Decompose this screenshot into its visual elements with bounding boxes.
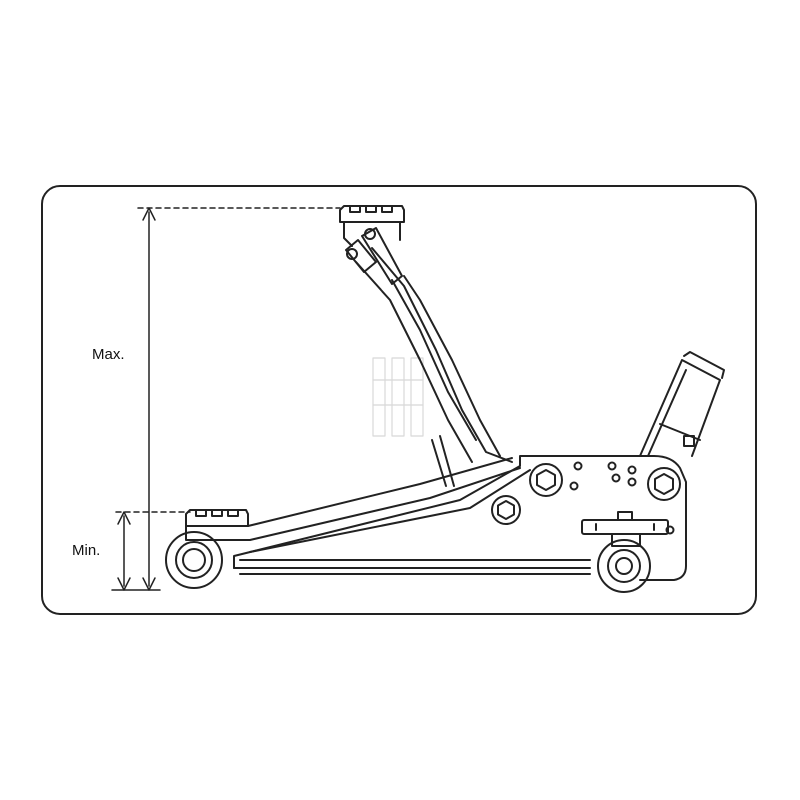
lower-pivot-bolt xyxy=(491,495,521,525)
front-wheel xyxy=(165,531,223,589)
chassis xyxy=(165,455,687,589)
pump-pivot-bolt xyxy=(647,467,681,501)
rear-caster xyxy=(581,511,669,593)
max-height-label: Max. xyxy=(92,346,125,363)
diagram-frame xyxy=(41,185,757,615)
rear-wheel xyxy=(597,539,651,593)
watermark-logo xyxy=(372,357,424,437)
lifting-arm xyxy=(339,205,513,487)
min-height-label: Min. xyxy=(72,542,101,559)
max-height-dimension xyxy=(137,207,341,591)
min-height-dimension xyxy=(111,511,191,591)
saddle-raised xyxy=(339,205,405,223)
arm-pivot-bolt xyxy=(529,463,563,497)
pump-cylinder xyxy=(639,351,725,457)
